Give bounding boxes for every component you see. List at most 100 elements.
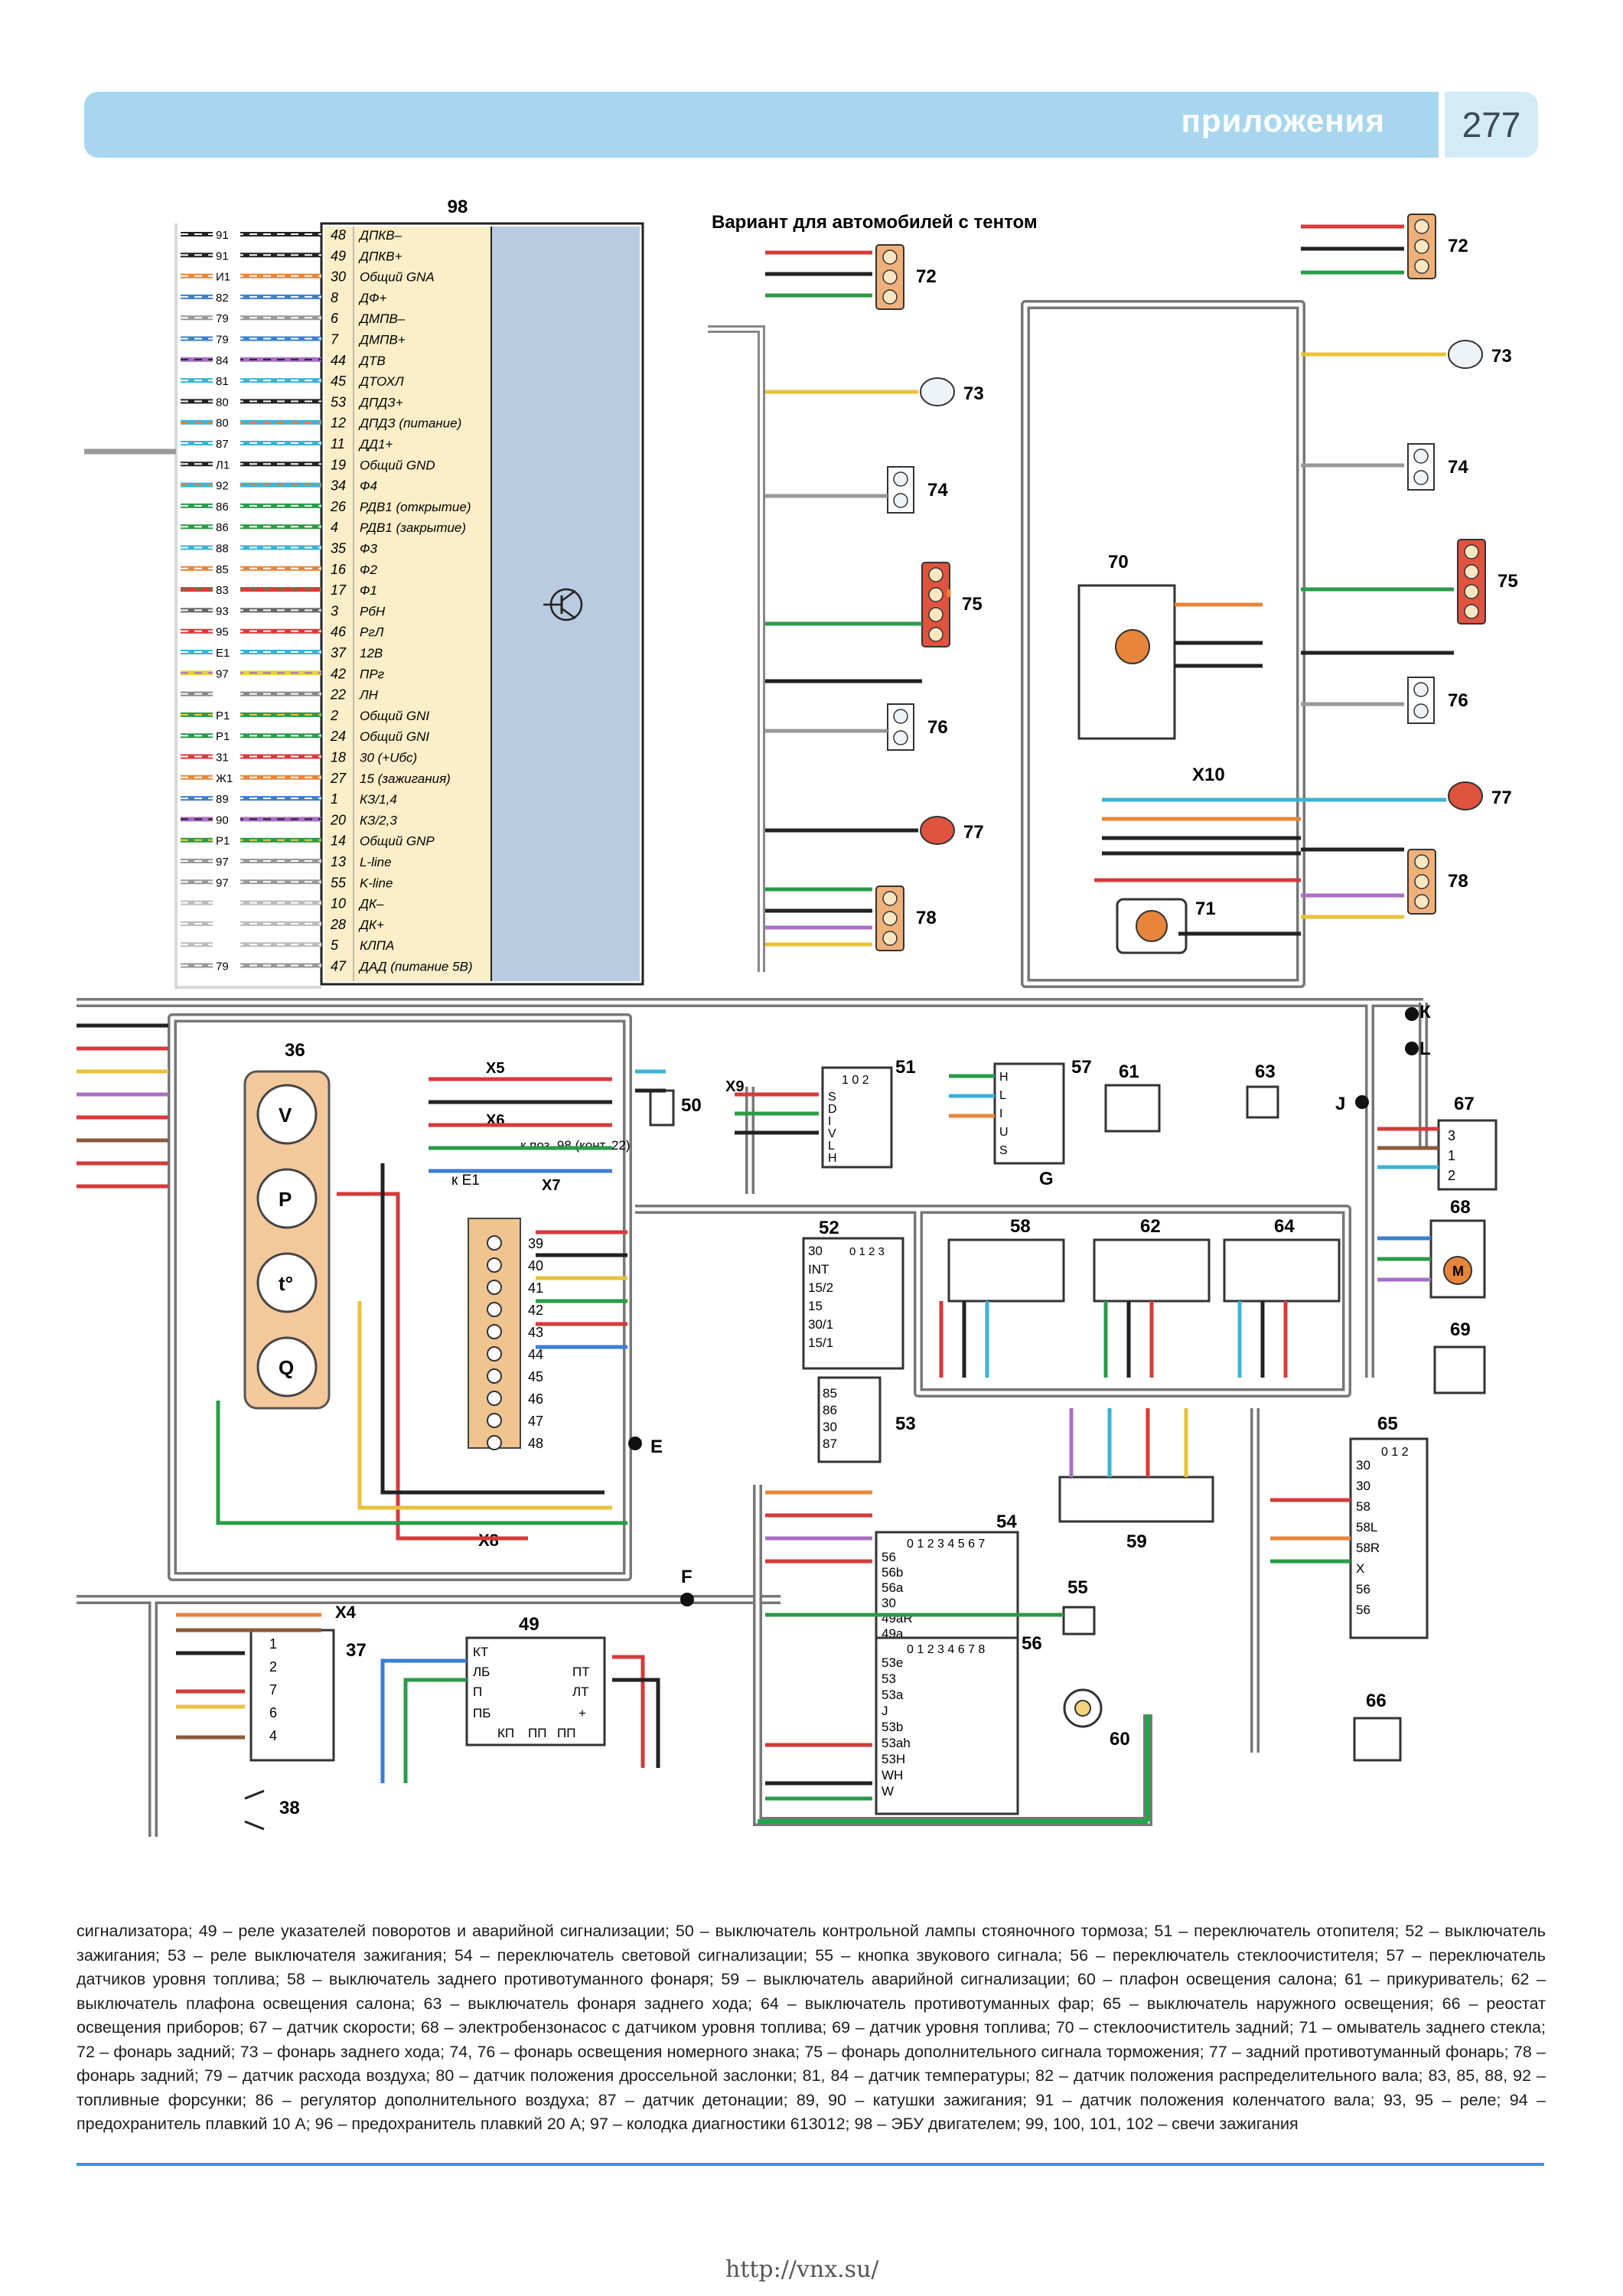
component-56-label: 56: [1022, 1633, 1042, 1654]
ecu-pin-number: 34: [331, 478, 346, 494]
component-78-label: 78: [916, 908, 937, 928]
instrument-cluster: [243, 1070, 331, 1410]
terminal-label: ЛТ: [572, 1684, 589, 1699]
ecu-pin-name: ДМПВ–: [358, 311, 406, 326]
ecu-pin-name: ДТОХЛ: [358, 374, 404, 389]
ecu-pin-name: Общий GNP: [360, 834, 435, 849]
terminal-label: 6: [269, 1705, 277, 1720]
connector-pin: [487, 1257, 502, 1273]
terminal-label: 53ah: [882, 1736, 911, 1750]
ecu-pin-name: РДВ1 (закрытие): [360, 520, 466, 535]
terminal-label: 56: [1356, 1603, 1370, 1617]
ecu-pin-name: Ф4: [360, 479, 377, 494]
switch-50: [649, 1089, 675, 1127]
ecu-wire-id: 84: [216, 354, 229, 367]
component-61-label: 61: [1119, 1062, 1139, 1082]
connector-l-label: L: [1419, 1039, 1431, 1059]
footer-url: http://vnx.su/: [725, 2256, 879, 2283]
terminal-label: 53a: [882, 1688, 904, 1702]
round-lamp-73: 73: [920, 377, 984, 406]
ecu-pin-row: 79 6 ДМПВ–: [181, 310, 406, 326]
ecu-pin-name: Ф3: [360, 542, 378, 556]
ecu-pin-name: Общий GND: [360, 458, 435, 472]
ecu-pin-number: 1: [331, 791, 338, 807]
component-36-label: 36: [285, 1040, 305, 1061]
ecu-wire-id: 79: [216, 312, 229, 325]
gauge-v: [256, 1084, 318, 1145]
component-64-label: 64: [1274, 1216, 1295, 1237]
ecu-pin-name: КЗ/1,4: [360, 792, 397, 807]
ecu-pin-name: 15 (зажигания): [360, 771, 451, 786]
ecu-pin-name: РгЛ: [360, 625, 384, 640]
section-title: приложения: [1181, 103, 1385, 139]
terminal-label: INT: [808, 1262, 829, 1277]
component-67-label: 67: [1454, 1094, 1475, 1114]
plate-lamp-74: 74: [1407, 443, 1468, 491]
component-52-label: 52: [819, 1218, 839, 1238]
ecu-pin-name: РДВ1 (открытие): [360, 500, 471, 514]
terminal-label: 30: [1356, 1458, 1370, 1473]
ecu-wire-id: Л1: [216, 458, 230, 471]
terminal-label: J: [882, 1704, 888, 1718]
ecu-pin-number: 48: [331, 227, 346, 243]
ecu-pin-name: Общий GNA: [360, 270, 435, 285]
ecu-pin-number: 42: [331, 666, 346, 681]
terminal-label: ПП: [557, 1726, 575, 1740]
component-74-label: 74: [1448, 457, 1468, 478]
connector-pin: [487, 1280, 502, 1295]
terminal-label: W: [882, 1784, 894, 1799]
terminal-label: 56b: [882, 1565, 903, 1580]
terminal-label: 86: [823, 1403, 837, 1417]
component-66-label: 66: [1366, 1691, 1387, 1711]
terminal-label: U: [999, 1126, 1009, 1139]
connector-f-label: F: [681, 1567, 693, 1587]
ecu-wire-id: Р1: [216, 835, 230, 848]
ecu-pin-number: 47: [331, 959, 347, 974]
terminal-label: ПБ: [473, 1706, 490, 1720]
ecu-pin-number: 44: [331, 353, 346, 368]
connector-pin: [487, 1324, 502, 1339]
ecu-pin-name: 12В: [360, 646, 383, 660]
ecu-pin-name: РбН: [360, 604, 386, 618]
component-75-label: 75: [1498, 571, 1518, 592]
ecu-pin-name: ДПКВ–: [358, 228, 402, 243]
ecu-pin-panel: [324, 227, 491, 981]
ecu-pin-name: ДПДЗ+: [358, 395, 403, 409]
ecu-pin-name: ДПКВ+: [358, 249, 402, 263]
rear-lamp-72: 72: [875, 244, 937, 310]
ecu-pin-row: 92 34 Ф4: [181, 477, 377, 494]
hazard-switch-59: [1058, 1476, 1214, 1523]
wire: [612, 1678, 660, 1768]
ecu-pin-number: 10: [331, 896, 346, 912]
ecu-wire-id: 31: [216, 752, 229, 765]
ecu-pin-number: 27: [330, 771, 347, 786]
component-78-label: 78: [1448, 871, 1468, 892]
terminal-label: 58: [1356, 1499, 1370, 1514]
ecu-pin-name: ДПДЗ (питание): [358, 416, 461, 431]
component-54-label: 54: [996, 1512, 1017, 1532]
terminal-label: I: [828, 1115, 831, 1128]
ecu-pin-name: ДАД (питание 5В): [358, 960, 473, 974]
ignition-switch-52: [802, 1237, 904, 1370]
component-73-label: 73: [963, 383, 984, 404]
light-switch-65: [1349, 1437, 1429, 1639]
ecu-pin-number: 17: [331, 582, 347, 598]
ecu-pin-number: 6: [331, 311, 339, 326]
component-63-label: 63: [1255, 1062, 1276, 1082]
terminal-label: 30: [882, 1596, 896, 1610]
horn-button-55: [1062, 1606, 1096, 1636]
variant-title: Вариант для автомобилей с тентом: [712, 212, 1038, 233]
wire: [380, 1658, 467, 1783]
wiper-switch-56: [875, 1636, 1019, 1815]
ecu-wire-id: Р1: [216, 709, 230, 722]
ecu-wire-id: 92: [216, 480, 229, 493]
ecu-pin-number: 4: [331, 520, 338, 535]
component-legend: сигнализатора; 49 – реле указателей пово…: [77, 1922, 1546, 2133]
